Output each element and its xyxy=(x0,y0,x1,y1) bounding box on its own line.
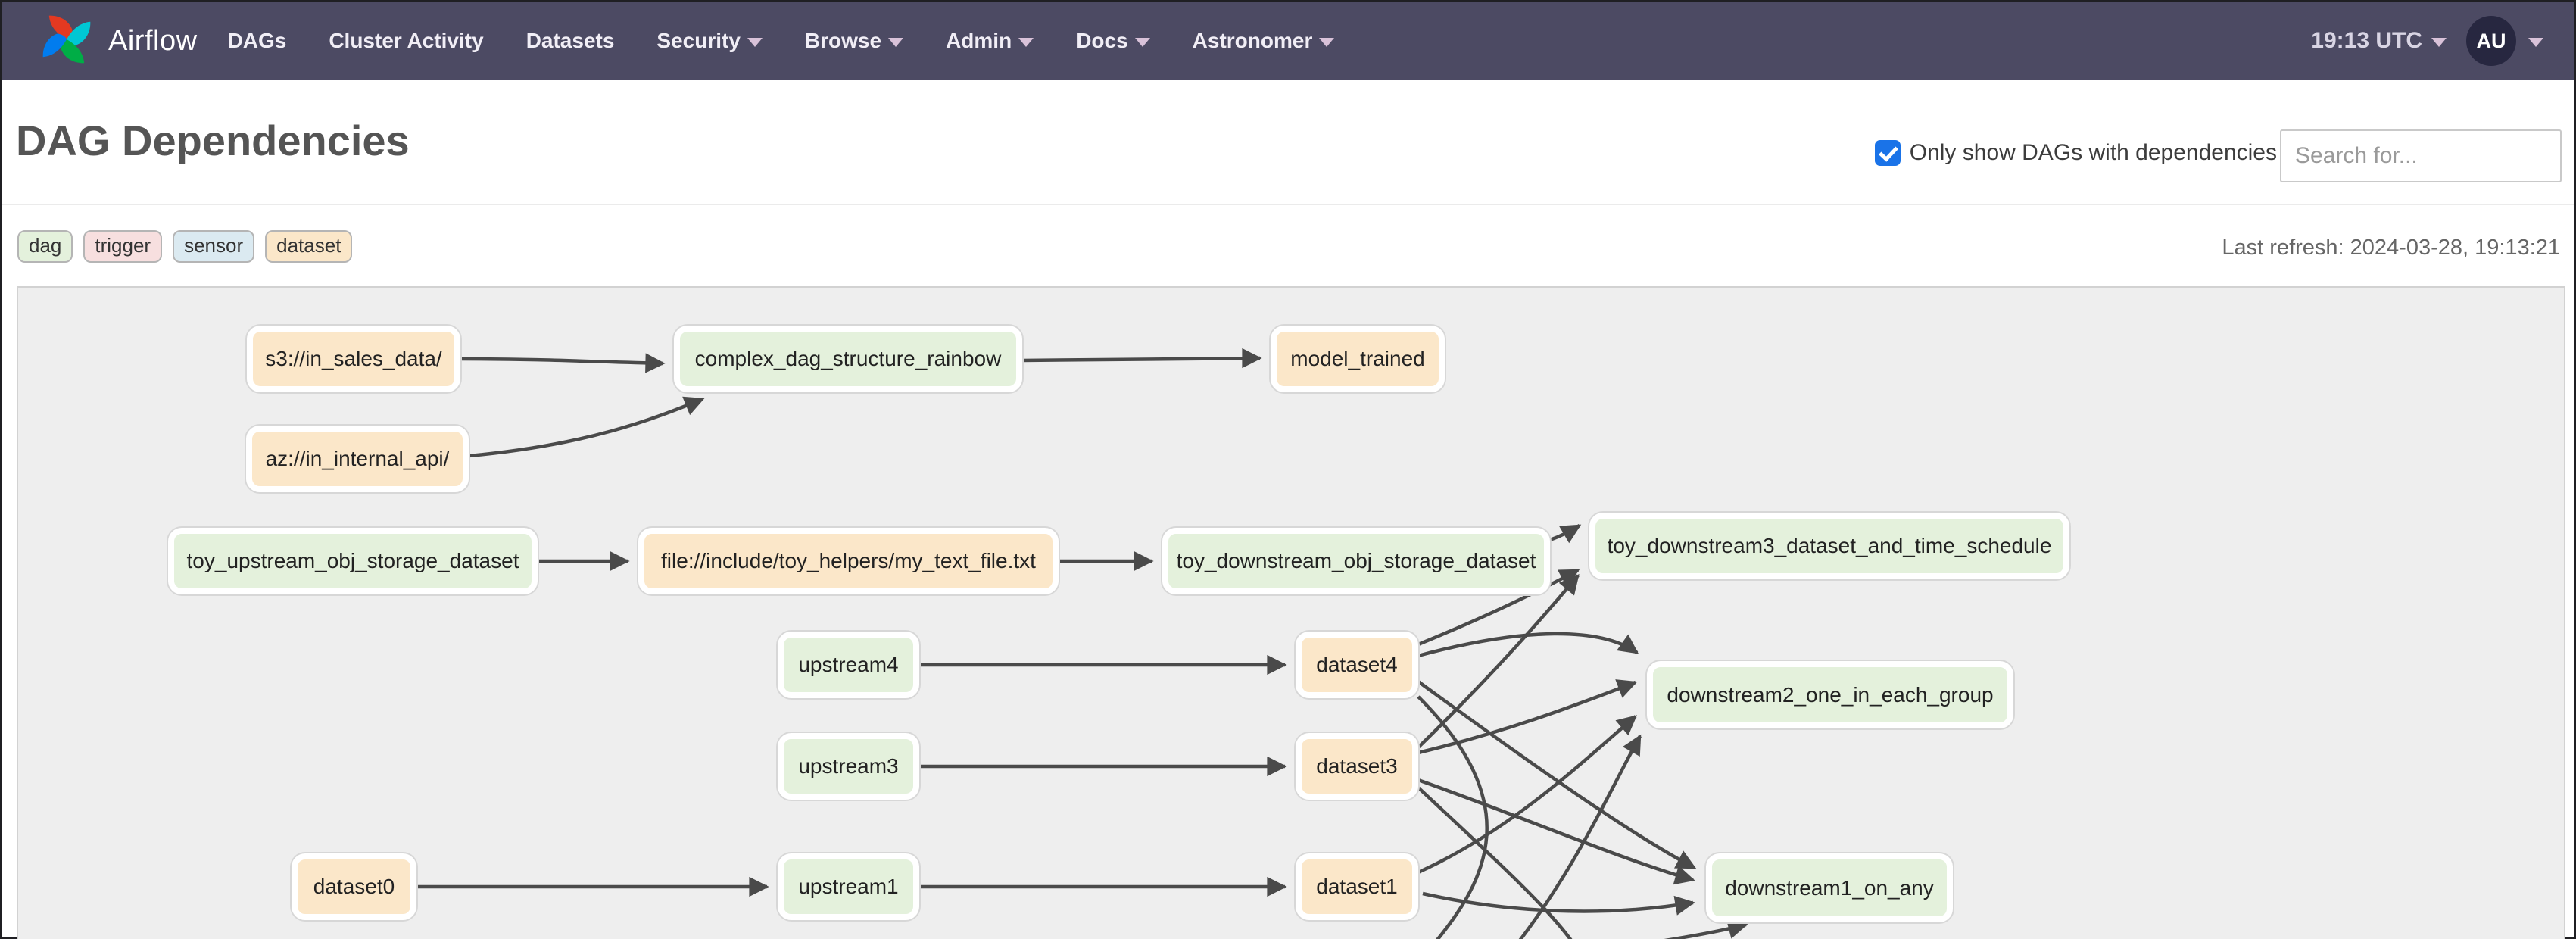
nav-item-security[interactable]: Security xyxy=(656,29,763,53)
navbar: Airflow DAGs Cluster Activity Datasets Secu… xyxy=(2,2,2574,80)
chevron-down-icon xyxy=(1134,38,1150,47)
nav-item-browse[interactable]: Browse xyxy=(804,29,904,53)
graph-node-complex[interactable]: complex_dag_structure_rainbow xyxy=(674,326,1022,392)
clock-dropdown[interactable]: 19:13 UTC xyxy=(2311,28,2447,54)
nav-item-astronomer[interactable]: Astronomer xyxy=(1193,29,1335,53)
page-title: DAG Dependencies xyxy=(16,117,410,164)
nav-item-label: Astronomer xyxy=(1192,29,1313,52)
dependency-edges xyxy=(416,348,1748,939)
edge-offscreen-to-downstream1 xyxy=(1664,919,1748,939)
edge-dataset1-to-downstream2 xyxy=(1417,715,1638,875)
legend-badge-sensor: sensor xyxy=(173,230,255,263)
user-menu[interactable]: AU xyxy=(2466,16,2543,66)
only-show-dependencies-checkbox[interactable] xyxy=(1874,140,1901,166)
edge-az_internal-to-complex xyxy=(468,396,705,458)
nav-item-label: DAGs xyxy=(227,29,287,52)
graph-node-dataset3[interactable]: dataset3 xyxy=(1296,733,1418,800)
chevron-down-icon xyxy=(2528,38,2543,47)
graph-node-dataset0[interactable]: dataset0 xyxy=(292,853,416,920)
edge-toy_downstream-to-toy_down3 xyxy=(1549,524,1582,544)
graph-node-downstream2[interactable]: downstream2_one_in_each_group xyxy=(1647,661,2013,728)
nav-item-cluster-activity[interactable]: Cluster Activity xyxy=(329,29,483,53)
brand-name: Airflow xyxy=(108,24,198,57)
legend-badge-dataset: dataset xyxy=(265,230,353,263)
graph-node-dataset4[interactable]: dataset4 xyxy=(1296,632,1418,698)
airflow-logo-icon xyxy=(36,8,98,74)
edge-s3_in_sales-to-complex xyxy=(460,353,666,373)
edge-complex-to-model_trained xyxy=(1021,348,1262,369)
legend-badge-dag: dag xyxy=(17,230,73,263)
nav-item-label: Admin xyxy=(946,29,1012,52)
chevron-down-icon xyxy=(747,38,763,47)
last-refresh-text: Last refresh: 2024-03-28, 19:13:21 xyxy=(2222,236,2560,260)
avatar: AU xyxy=(2466,16,2516,66)
graph-node-upstream1[interactable]: upstream1 xyxy=(778,853,919,920)
nav-item-label: Security xyxy=(656,29,741,52)
chevron-down-icon xyxy=(1319,38,1335,47)
edge-dataset3-to-offscreen xyxy=(1417,786,1573,939)
clock-label: 19:13 UTC xyxy=(2311,28,2422,53)
graph-node-toy_downstream[interactable]: toy_downstream_obj_storage_dataset xyxy=(1162,528,1550,594)
edge-dataset3-to-downstream1 xyxy=(1417,778,1695,885)
nav-item-label: Datasets xyxy=(525,29,615,52)
graph-node-s3_in_sales[interactable]: s3://in_sales_data/ xyxy=(247,326,460,392)
legend: dag trigger sensor dataset xyxy=(17,230,353,263)
dag-dependencies-canvas[interactable]: s3://in_sales_data/complex_dag_structure… xyxy=(17,286,2565,939)
graph-node-upstream3[interactable]: upstream3 xyxy=(778,733,919,800)
graph-node-dataset1[interactable]: dataset1 xyxy=(1296,853,1418,920)
graph-node-toy_upstream[interactable]: toy_upstream_obj_storage_dataset xyxy=(168,528,538,594)
edge-dataset4-to-offscreen xyxy=(1417,695,1489,939)
graph-node-upstream4[interactable]: upstream4 xyxy=(778,632,919,698)
legend-badge-trigger: trigger xyxy=(83,230,163,263)
nav-item-admin[interactable]: Admin xyxy=(946,29,1034,53)
header-divider xyxy=(2,204,2574,205)
chevron-down-icon xyxy=(888,38,904,47)
nav-menu: DAGs Cluster Activity Datasets Security Brow… xyxy=(228,29,1335,53)
chevron-down-icon xyxy=(1018,38,1034,47)
edge-dataset4-to-downstream2 xyxy=(1417,632,1639,658)
graph-node-file_txt[interactable]: file://include/toy_helpers/my_text_file.… xyxy=(638,528,1059,594)
dependency-filter: Only show DAGs with dependencies xyxy=(1874,140,2277,166)
nav-item-label: Browse xyxy=(804,29,882,52)
filter-label: Only show DAGs with dependencies xyxy=(1909,140,2277,165)
nav-item-docs[interactable]: Docs xyxy=(1076,29,1150,53)
edge-dataset4-to-downstream1 xyxy=(1417,680,1697,869)
edge-dataset3-to-downstream2 xyxy=(1417,679,1638,755)
graph-node-az_internal[interactable]: az://in_internal_api/ xyxy=(246,426,469,492)
search-input[interactable] xyxy=(2280,129,2562,182)
edge-offscreen-to-downstream2 xyxy=(1518,734,1642,939)
navbar-right: 19:13 UTC AU xyxy=(2311,16,2543,66)
nav-item-datasets[interactable]: Datasets xyxy=(526,29,615,53)
nav-item-dags[interactable]: DAGs xyxy=(228,29,287,53)
graph-node-toy_down3[interactable]: toy_downstream3_dataset_and_time_schedul… xyxy=(1589,513,2069,579)
graph-node-downstream1[interactable]: downstream1_on_any xyxy=(1706,853,1953,922)
nav-item-label: Cluster Activity xyxy=(329,29,484,52)
chevron-down-icon xyxy=(2431,38,2447,47)
graph-node-model_trained[interactable]: model_trained xyxy=(1271,326,1445,392)
nav-item-label: Docs xyxy=(1076,29,1128,52)
airflow-brand[interactable]: Airflow xyxy=(36,8,198,74)
